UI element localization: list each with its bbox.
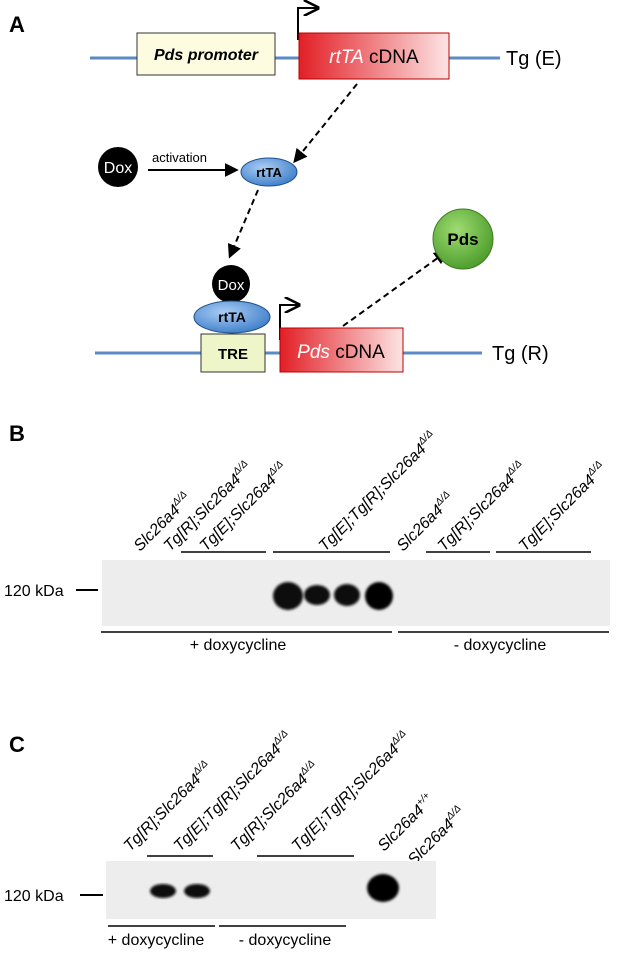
expression-arrow-pds	[342, 250, 449, 327]
expression-arrow-rtta	[293, 83, 358, 164]
pds-protein-label: Pds	[447, 230, 478, 249]
c-plus-dox-label: + doxycycline	[108, 932, 205, 949]
dox-circle	[98, 147, 138, 187]
binding-arrow	[227, 189, 259, 259]
b-marker-label: 120 kDa	[4, 583, 64, 600]
activation-label: activation	[152, 150, 207, 165]
dox-bound-circle	[212, 265, 250, 303]
tss-arrow-e	[297, 8, 318, 40]
rtta-cdna-label: rtTA cDNA	[329, 47, 419, 68]
pds-protein-circle	[432, 208, 494, 270]
rtta-cdna-box	[298, 32, 450, 80]
b-band	[334, 584, 360, 606]
rtta-bound-label: rtTA	[218, 309, 246, 325]
panel-c-lane-labels: Tg[R];Slc26a4Δ/Δ Tg[E];Tg[R];Slc26a4Δ/Δ …	[119, 728, 464, 869]
c-band	[367, 874, 399, 902]
rtta-ellipse	[240, 157, 298, 187]
panel-b-label: B	[9, 421, 25, 446]
c-lane-label: Tg[R];Slc26a4Δ/Δ	[119, 758, 216, 855]
tre-label: TRE	[218, 346, 248, 363]
b-band	[273, 582, 303, 610]
b-lane-label: Tg[R];Slc26a4Δ/Δ	[433, 458, 530, 555]
dox-bound-label: Dox	[218, 277, 245, 294]
rtta-label: rtTA	[256, 165, 282, 180]
pds-cdna-box	[279, 327, 404, 373]
b-minus-dox-label: - doxycycline	[454, 637, 547, 654]
panel-b-lane-labels: Slc26a4Δ/Δ Tg[R];Slc26a4Δ/Δ Tg[E];Slc26a…	[131, 428, 610, 555]
c-marker-label: 120 kDa	[4, 888, 64, 905]
b-lane-label: Tg[E];Slc26a4Δ/Δ	[514, 459, 610, 555]
b-band	[304, 585, 330, 605]
panel-a-label: A	[9, 12, 25, 37]
tg-r-label: Tg (R)	[492, 343, 549, 365]
b-plus-dox-label: + doxycycline	[190, 637, 287, 654]
tre-box	[200, 333, 266, 373]
rtta-bound-ellipse	[193, 300, 271, 334]
pds-cdna-label: Pds cDNA	[297, 342, 385, 363]
c-band	[184, 884, 210, 898]
c-band	[150, 884, 176, 898]
panel-c-label: C	[9, 732, 25, 757]
tg-e-label: Tg (E)	[506, 48, 562, 70]
c-minus-dox-label: - doxycycline	[239, 932, 332, 949]
dox-label: Dox	[104, 160, 132, 177]
b-band	[365, 582, 393, 610]
pds-promoter-label: Pds promoter	[154, 47, 259, 64]
pds-promoter-box	[136, 32, 276, 76]
